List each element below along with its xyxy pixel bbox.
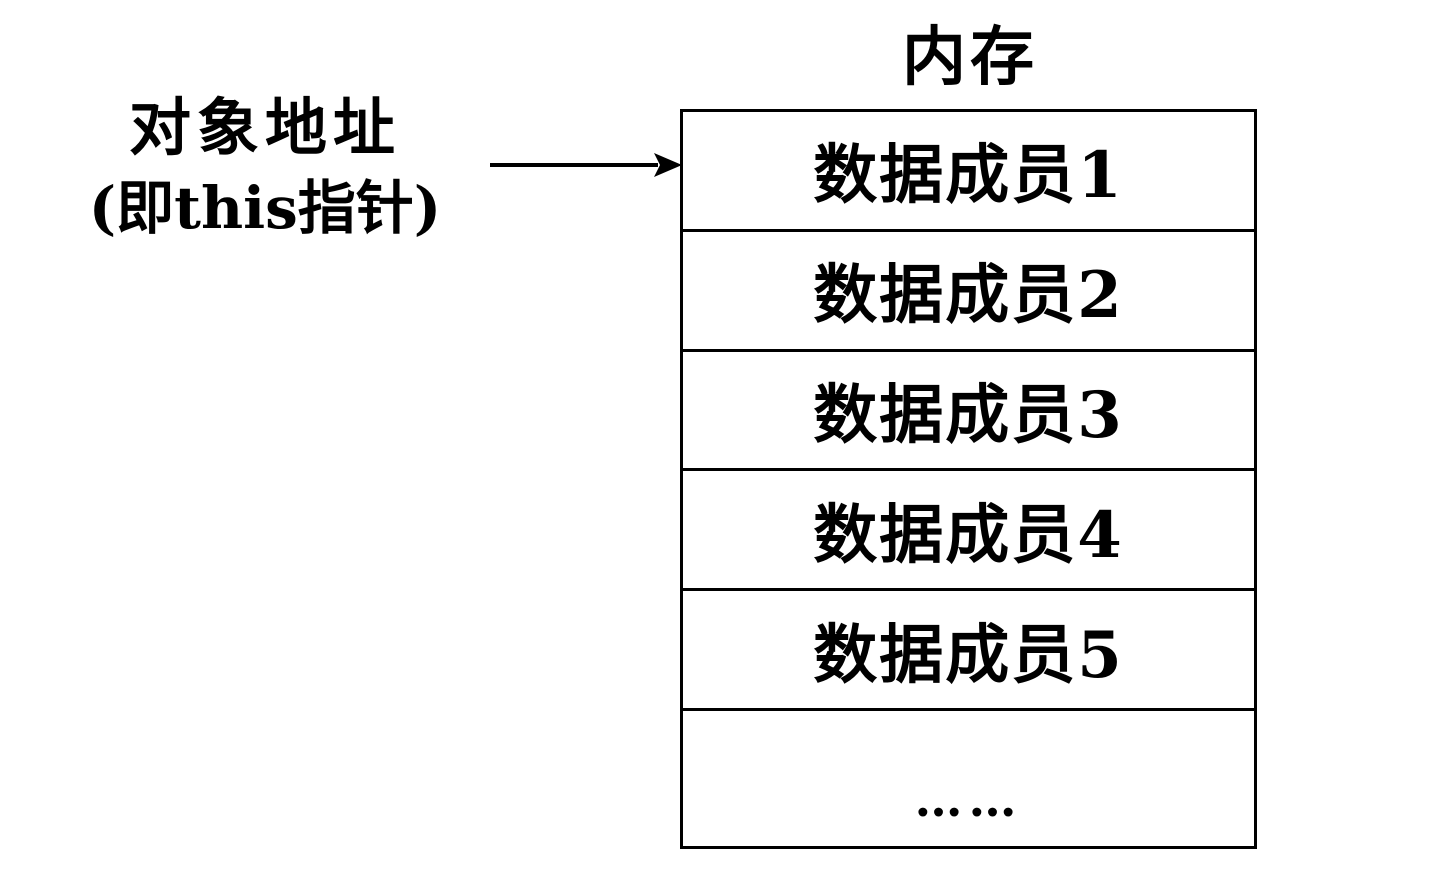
memory-cell-data-member-2: 数据成员2 [683, 232, 1254, 352]
this-pointer-text: (即this指针) [88, 174, 442, 242]
memory-block: 数据成员1 数据成员2 数据成员3 数据成员4 数据成员5 …… [680, 109, 1257, 849]
object-address-text: 对象地址 [128, 91, 401, 164]
pointer-arrow-head [654, 153, 682, 177]
memory-cell-data-member-4: 数据成员4 [683, 471, 1254, 592]
memory-cell-data-member-3: 数据成员3 [683, 352, 1254, 472]
pointer-arrow [490, 153, 682, 177]
memory-cell-data-member-5: 数据成员5 [683, 591, 1254, 712]
memory-cell-ellipsis: …… [914, 771, 1023, 828]
memory-title: 内存 [902, 20, 1038, 95]
object-address-label: 对象地址 (即this指针) [50, 88, 480, 248]
memory-cell-data-member-1: 数据成员1 [683, 112, 1254, 232]
